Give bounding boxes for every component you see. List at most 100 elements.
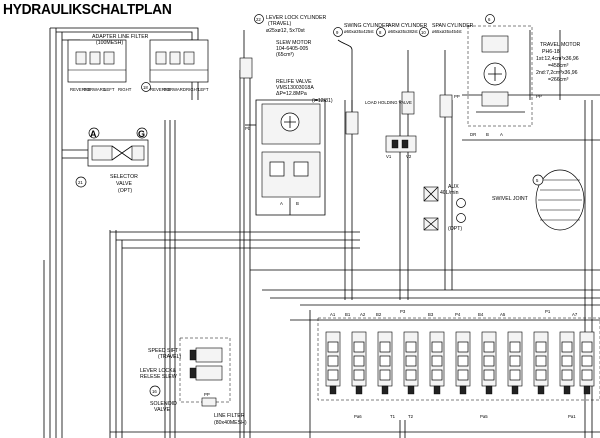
arm-cyl-size: ø60xø35x382st — [388, 29, 418, 34]
adapter-port-8: LEFT — [198, 87, 209, 92]
piping-lines — [43, 27, 600, 438]
solenoid-label: SOLENOID — [150, 401, 177, 407]
aux-opt: (OPT) — [448, 226, 462, 232]
marker-16-circle — [149, 385, 161, 397]
control-valve-bank — [317, 317, 600, 401]
port-pa6: Pa6 — [354, 414, 362, 419]
valve-section — [455, 331, 471, 395]
port-dr: DR — [470, 132, 476, 137]
valve-section — [533, 331, 549, 395]
solenoid-valve — [149, 337, 231, 407]
marker-21-circle — [75, 176, 87, 188]
port-b-small: B — [296, 201, 299, 206]
load-holding-label: LOAD HOLDING VALVE — [365, 100, 412, 105]
port-v2: V2 — [406, 154, 412, 159]
arm-cyl-label: ARM CYLINDER — [388, 23, 427, 29]
port-pp-right: PP — [536, 94, 542, 99]
travel-motor-block — [467, 25, 533, 127]
marker-6-text: 6 — [488, 17, 491, 22]
lever-lock-release-2: RELESE SLEW — [140, 374, 177, 380]
port-a-small: A — [280, 201, 283, 206]
solenoid-label-2: VALVE — [154, 407, 170, 413]
line-filter-label: LINE FILTER — [214, 413, 245, 419]
relief-valve-label: RELIFE VALVE — [276, 79, 312, 85]
valve-section — [429, 331, 445, 395]
marker-18-circle — [141, 82, 151, 92]
valve-section — [481, 331, 497, 395]
lever-lock-cyl-travel: (TRAVEL) — [268, 21, 292, 27]
marker-22-circle — [254, 14, 264, 24]
boom-cylinder — [439, 94, 453, 118]
speed-shift-label: SPEED SIFT — [148, 348, 179, 354]
port-b1: B1 — [345, 312, 351, 317]
marker-9-text: 9 — [336, 30, 339, 35]
swivel-joint — [532, 169, 585, 231]
port-t2: T2 — [408, 414, 414, 419]
swing-cyl-label: SWING CYLINDER — [344, 23, 390, 29]
port-pa1: Pa1 — [568, 414, 576, 419]
marker-10-circle — [419, 27, 429, 37]
adapter-line-filter — [67, 39, 209, 92]
travel-motor-1st: 1st:12,4cm³x36,96 — [536, 56, 579, 62]
swing-cylinder — [345, 111, 359, 135]
lever-lock-cyl-size: ø25xø12, 5x70st — [266, 28, 305, 34]
port-p4: P4 — [455, 312, 461, 317]
valve-section — [377, 331, 393, 395]
arm-cylinder — [401, 91, 415, 115]
check-valve-block — [385, 135, 417, 153]
port-p1: P1 — [545, 309, 551, 314]
relief-valve-pressure: ΔP=12.8MPa — [276, 91, 307, 97]
aux-block — [423, 186, 466, 231]
adapter-port-2: FORWARD — [84, 87, 106, 92]
marker-8-circle — [376, 27, 386, 37]
lever-lock-cyl-label: LEVER LOCK CYLINDER — [266, 15, 327, 21]
port-a1: A1 — [330, 312, 336, 317]
valve-section — [403, 331, 419, 395]
port-g-label: G — [138, 129, 145, 139]
selector-valve-label-2: VALVE — [116, 181, 132, 187]
swing-cyl-size: ø60xø35x425st — [344, 29, 374, 34]
travel-motor-2nd-b: =266cm³ — [548, 77, 569, 83]
selector-valve — [75, 127, 149, 188]
port-a2: A2 — [360, 312, 366, 317]
marker-16-text: 16 — [152, 389, 157, 394]
travel-motor-1st-b: =458cm³ — [548, 63, 569, 69]
adapter-port-4: RIGHT — [118, 87, 132, 92]
port-b-tm: B — [486, 132, 489, 137]
page-title: HYDRAULIKSCHALTPLAN — [3, 1, 172, 18]
lever-lock-cylinder — [239, 57, 253, 79]
port-b3: B3 — [428, 312, 434, 317]
port-g-circle — [136, 127, 148, 139]
valve-section — [559, 331, 575, 395]
relief-valve-part: VMS13003018A — [276, 85, 314, 91]
slew-motor-disp: (65cm³) — [276, 52, 294, 58]
travel-motor-part: PH6-18 — [542, 49, 560, 55]
line-filter-block — [201, 397, 217, 407]
adapter-port-3: LEFT — [104, 87, 115, 92]
port-pb: Pb — [245, 126, 251, 131]
valve-section — [325, 331, 341, 395]
marker-22-text: 22 — [256, 17, 261, 22]
travel-motor-2nd: 2nd:7,2cm³x36,96 — [536, 70, 578, 76]
selector-valve-opt: (OPT) — [118, 188, 132, 194]
valve-section — [579, 331, 595, 395]
selector-valve-label: SELECTOR — [110, 174, 138, 180]
port-a-tm: A — [500, 132, 503, 137]
valve-section — [351, 331, 367, 395]
boom-cyl-size: ø65xø35x454st — [432, 29, 462, 34]
aux-flow: 40L/min — [440, 190, 459, 196]
adapter-filter-mesh: (100MESH) — [96, 40, 123, 46]
adapter-port-1: REVERSE — [70, 87, 91, 92]
port-t1: T1 — [390, 414, 396, 419]
port-a-label: A — [90, 129, 97, 139]
port-a7: A7 — [572, 312, 578, 317]
lever-lock-release: LEVER LOCK& — [140, 368, 177, 374]
speed-shift-travel: (TRAVEL) — [158, 354, 182, 360]
slew-motor-block — [261, 103, 321, 215]
port-pp-left: PP — [454, 94, 460, 99]
aux-label: AUX — [448, 184, 459, 190]
port-pp-sol: PP — [204, 392, 210, 397]
marker-swivel-circle — [532, 174, 544, 186]
port-v1: V1 — [386, 154, 392, 159]
marker-9-circle — [333, 27, 343, 37]
